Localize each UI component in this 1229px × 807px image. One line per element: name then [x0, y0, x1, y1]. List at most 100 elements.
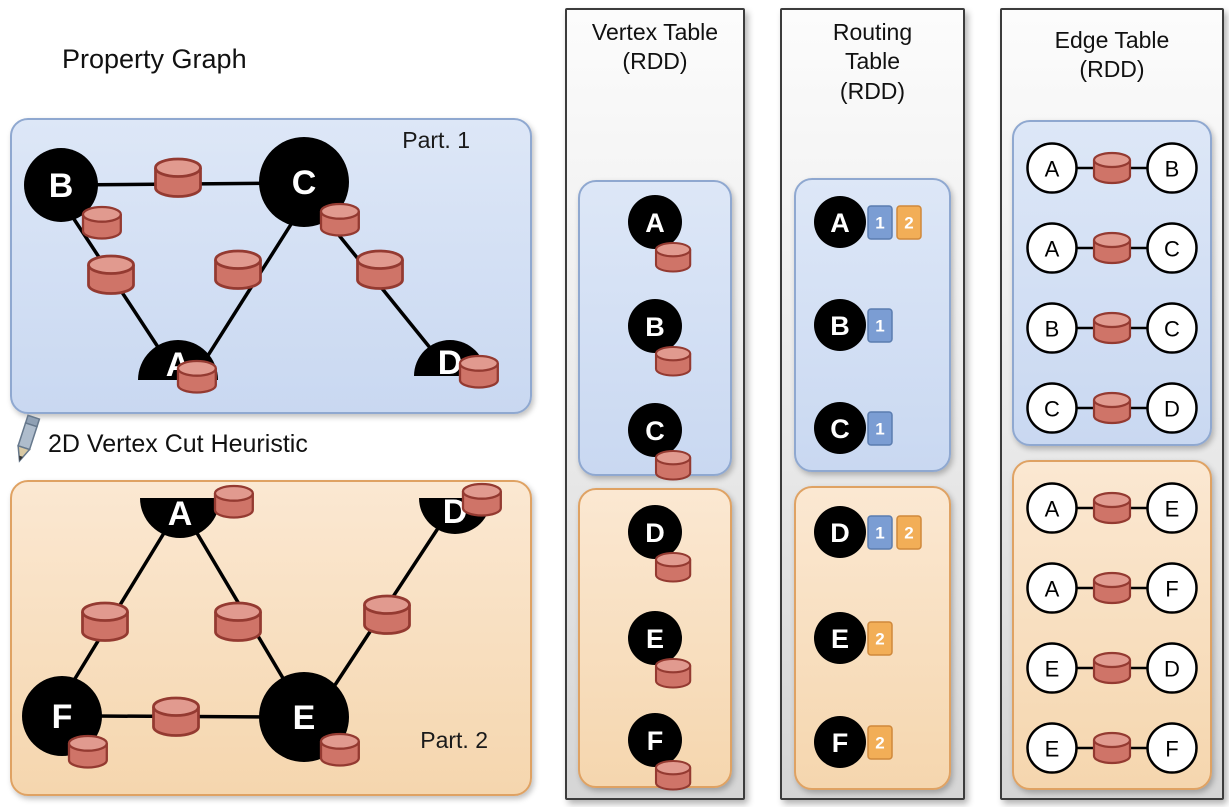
et-src-label: E: [1045, 737, 1060, 762]
vertex-f-label: F: [52, 698, 73, 736]
rt-node-a-label: A: [830, 208, 850, 238]
edge-property-cylinder-icon: [214, 249, 262, 290]
et-dst-label: C: [1164, 237, 1180, 262]
et-dst-label: B: [1165, 157, 1180, 182]
et-dst-label: D: [1164, 657, 1180, 682]
edge-table-title: Edge Table (RDD): [1054, 27, 1170, 83]
rt-node-c-label: C: [830, 414, 850, 444]
heuristic-label: 2D Vertex Cut Heuristic: [48, 430, 308, 458]
partition1-label: Part. 1: [402, 127, 470, 153]
vertex-a2-half: [140, 498, 220, 538]
partition1-graph: Part. 1 B C A D: [24, 127, 499, 394]
vertex-table-graphics: A B C D E F: [628, 195, 692, 791]
et-dst-label: E: [1165, 497, 1180, 522]
rt-node-d-label: D: [830, 518, 850, 548]
routing-table-graphics: A 1 2 B 1 C 1 D 1 2 E 2 F 2: [814, 196, 922, 768]
et-dst-label: D: [1164, 397, 1180, 422]
rt-node-c: [814, 402, 866, 454]
pencil-icon: [17, 414, 41, 463]
vertex-property-cylinder-icon: [654, 449, 692, 481]
edge-property-cylinder-icon: [87, 254, 135, 295]
partition-badge: [867, 411, 893, 446]
edge-line-c-a: [193, 217, 297, 377]
rt-node-a: [814, 196, 866, 248]
vt-node-a-label: A: [645, 208, 665, 238]
et-dst-label: C: [1164, 317, 1180, 342]
edge-property-cylinder-icon: [1092, 491, 1132, 525]
vt-node-f-label: F: [647, 726, 664, 756]
partition-badge-label: 1: [875, 317, 884, 336]
partition2-graph: Part. 2 A D F E: [22, 482, 502, 769]
edge-property-cylinder-icon: [1092, 311, 1132, 345]
vertex-property-cylinder-icon: [319, 732, 360, 767]
partition-badge-label: 2: [904, 214, 913, 233]
vertex-c: [259, 137, 349, 227]
partition-badge: [867, 515, 893, 550]
partition2-label: Part. 2: [420, 727, 488, 753]
vertex-property-cylinder-icon: [213, 484, 254, 519]
vt-node-c-label: C: [645, 416, 665, 446]
vt-node-c: [628, 403, 682, 457]
et-dst-node: [1146, 222, 1198, 274]
et-dst-node: [1146, 722, 1198, 774]
et-src-label: E: [1045, 657, 1060, 682]
edge-property-cylinder-icon: [1092, 571, 1132, 605]
et-src-node: [1026, 562, 1078, 614]
vertex-e-label: E: [293, 699, 316, 737]
edge-property-cylinder-icon: [152, 696, 200, 737]
rt-node-b: [814, 299, 866, 351]
partition-badge-label: 1: [875, 214, 884, 233]
vt-node-d: [628, 505, 682, 559]
rt-node-e-label: E: [831, 624, 849, 654]
edge-property-cylinder-icon: [1092, 731, 1132, 765]
edge-property-cylinder-icon: [214, 601, 262, 642]
et-src-label: A: [1045, 157, 1060, 182]
vertex-b: [24, 148, 98, 222]
vertex-property-cylinder-icon: [654, 759, 692, 791]
vt-node-f: [628, 713, 682, 767]
vt-node-e: [628, 611, 682, 665]
partition-badge-label: 2: [904, 524, 913, 543]
et-src-node: [1026, 142, 1078, 194]
partition-badge: [867, 205, 893, 240]
partition-badge: [867, 308, 893, 343]
vertex-property-cylinder-icon: [654, 241, 692, 273]
et-dst-node: [1146, 642, 1198, 694]
et-src-node: [1026, 482, 1078, 534]
vertex-property-cylinder-icon: [67, 734, 108, 769]
edge-property-cylinder-icon: [363, 594, 411, 635]
vt-node-a: [628, 195, 682, 249]
et-src-label: A: [1045, 577, 1060, 602]
vertex-a2-label: A: [168, 495, 193, 533]
rt-node-d: [814, 506, 866, 558]
et-dst-node: [1146, 482, 1198, 534]
et-dst-node: [1146, 382, 1198, 434]
partition-badge: [896, 205, 922, 240]
partition-badge: [867, 621, 893, 656]
property-graph-title: Property Graph: [62, 44, 247, 74]
et-src-label: A: [1045, 237, 1060, 262]
vertex-property-cylinder-icon: [81, 205, 122, 240]
edge-property-cylinder-icon: [1092, 391, 1132, 425]
partition-badge: [896, 515, 922, 550]
partition-badge-label: 1: [875, 420, 884, 439]
vertex-property-cylinder-icon: [319, 202, 360, 237]
rt-node-f-label: F: [832, 728, 849, 758]
rt-node-e: [814, 612, 866, 664]
edge-table-graphics: A B A C B C C D A E A F E D E F: [1026, 142, 1198, 774]
et-src-label: B: [1045, 317, 1060, 342]
et-src-node: [1026, 722, 1078, 774]
vertex-property-cylinder-icon: [461, 482, 502, 517]
edge-property-cylinder-icon: [1092, 151, 1132, 185]
vertex-b-label: B: [49, 167, 74, 205]
partition-badge-label: 1: [875, 524, 884, 543]
et-dst-node: [1146, 142, 1198, 194]
partition-badge-label: 2: [875, 734, 884, 753]
vertex-table-title: Vertex Table (RDD): [591, 19, 719, 75]
edge-property-cylinder-icon: [1092, 651, 1132, 685]
edge-property-cylinder-icon: [154, 157, 202, 198]
et-dst-node: [1146, 562, 1198, 614]
vt-node-e-label: E: [646, 624, 664, 654]
rt-node-b-label: B: [830, 311, 850, 341]
